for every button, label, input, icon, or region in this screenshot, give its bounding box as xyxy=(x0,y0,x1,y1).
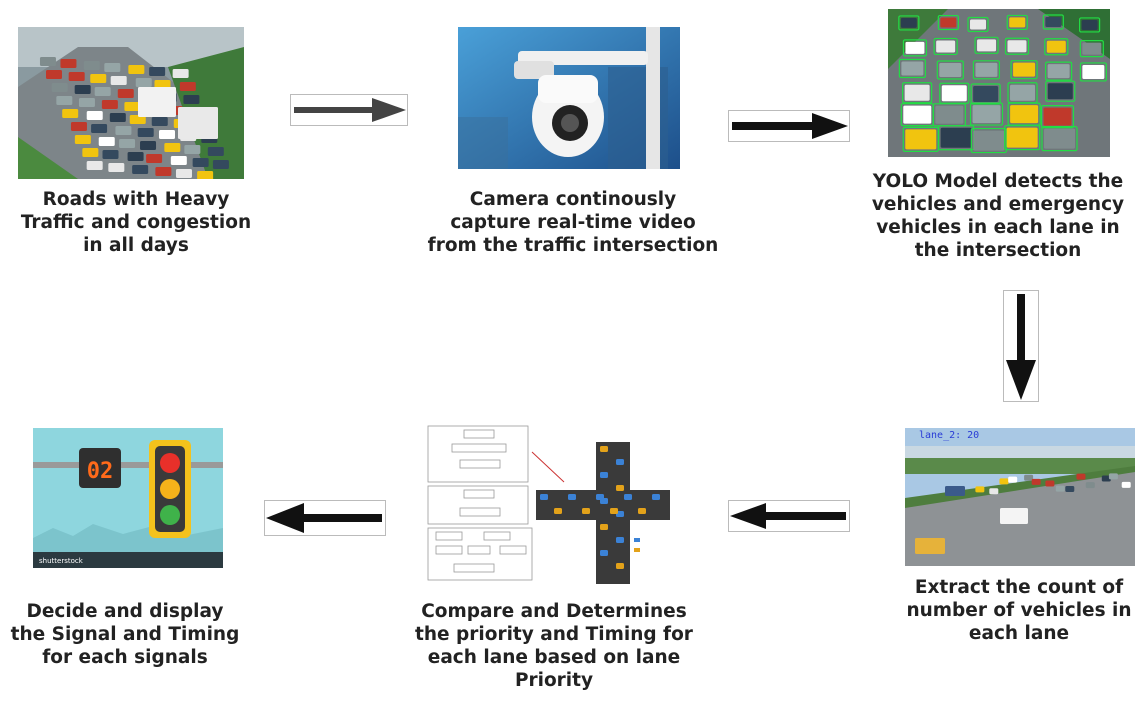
arrow-count-to-compare xyxy=(728,500,850,532)
shutterstock-watermark: shutterstock xyxy=(39,557,84,565)
lane-count-overlay: lane_2: 20 xyxy=(919,430,979,441)
step-caption-signal: Decide and display the Signal and Timing… xyxy=(10,601,240,668)
step-caption-yolo: YOLO Model detects the vehicles and emer… xyxy=(871,171,1125,261)
arrow-traffic-to-camera xyxy=(290,94,408,126)
countdown-display: 02 xyxy=(87,459,114,484)
step-caption-count: Extract the count of number of vehicles … xyxy=(906,577,1132,644)
arrow-compare-to-signal xyxy=(264,500,386,536)
step-caption-traffic: Roads with Heavy Traffic and congestion … xyxy=(20,189,252,256)
arrow-camera-to-yolo xyxy=(728,110,850,142)
step-caption-compare: Compare and Determines the priority and … xyxy=(415,601,693,691)
arrow-yolo-to-count xyxy=(1003,290,1039,402)
yolo-detection-photo xyxy=(888,9,1110,157)
lane-count-photo: lane_2: 20 xyxy=(905,428,1135,566)
traffic-signal-illustration: 02 shutterstock xyxy=(33,428,223,568)
cctv-camera-photo xyxy=(458,27,680,169)
priority-flowchart-intersection xyxy=(424,422,670,584)
traffic-congestion-photo xyxy=(18,27,244,179)
step-caption-camera: Camera continously capture real-time vid… xyxy=(427,189,719,256)
